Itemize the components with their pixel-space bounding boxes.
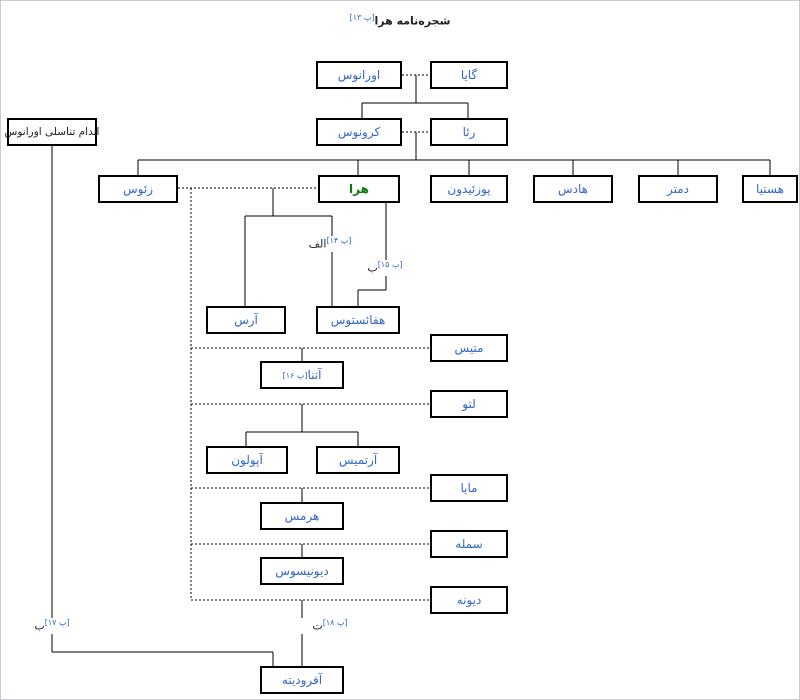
- node-uranus[interactable]: اورانوس: [316, 61, 402, 89]
- node-dione[interactable]: دیونه: [430, 586, 508, 614]
- node-apollo[interactable]: آپولون: [206, 446, 288, 474]
- node-demeter[interactable]: دمتر: [638, 175, 718, 203]
- node-maia[interactable]: مایا: [430, 474, 508, 502]
- node-aphrodite[interactable]: آفرودیته: [260, 666, 344, 694]
- node-artemis[interactable]: آرتمیس: [316, 446, 400, 474]
- node-zeus[interactable]: زئوس: [98, 175, 178, 203]
- node-leto[interactable]: لتو: [430, 390, 508, 418]
- dione-te-label: [پ ۱۸]ت: [312, 618, 347, 633]
- athena-reference[interactable]: [پ ۱۶]: [282, 370, 308, 380]
- hera-alef-text: الف: [308, 237, 327, 251]
- hera-be-reference[interactable]: [پ ۱۵]: [377, 260, 403, 269]
- node-athena[interactable]: آتنا[پ ۱۶]: [260, 361, 344, 389]
- dione-te-reference[interactable]: [پ ۱۸]: [322, 618, 348, 627]
- node-gaia[interactable]: گایا: [430, 61, 508, 89]
- hera-be-label: [پ ۱۵]ب: [367, 260, 402, 275]
- node-ares[interactable]: آرس: [206, 306, 286, 334]
- hera-be-text: ب: [367, 261, 378, 275]
- node-poseidon[interactable]: پوزئیدون: [430, 175, 508, 203]
- dione-te-text: ت: [312, 619, 323, 633]
- node-metis[interactable]: متیس: [430, 334, 508, 362]
- hera-alef-reference[interactable]: [پ ۱۴]: [326, 236, 352, 245]
- node-dionysus[interactable]: دیونیسوس: [260, 557, 344, 585]
- genitals-be-text: ب: [34, 619, 45, 633]
- node-hera: هرا: [318, 175, 400, 203]
- tree-title: شجره‌نامه هرا[پ ۱۳]: [0, 13, 800, 28]
- node-hestia[interactable]: هستیا: [742, 175, 798, 203]
- hera-alef-label: [پ ۱۴]الف: [309, 236, 352, 251]
- node-hermes[interactable]: هرمس: [260, 502, 344, 530]
- athena-name: آتنا: [307, 368, 322, 382]
- tree-title-text: شجره‌نامه هرا: [374, 14, 451, 28]
- node-uranus-genitals: اندام تناسلی اورانوس: [5, 118, 99, 146]
- genitals-be-label: [پ ۱۷]ب: [34, 618, 69, 633]
- genitals-be-reference[interactable]: [پ ۱۷]: [44, 618, 70, 627]
- node-hephaestus[interactable]: هفائستوس: [316, 306, 400, 334]
- node-rhea[interactable]: رئا: [430, 118, 508, 146]
- node-cronus[interactable]: کرونوس: [316, 118, 402, 146]
- node-hades[interactable]: هادس: [533, 175, 613, 203]
- title-reference[interactable]: [پ ۱۳]: [349, 13, 375, 22]
- node-semele[interactable]: سمله: [430, 530, 508, 558]
